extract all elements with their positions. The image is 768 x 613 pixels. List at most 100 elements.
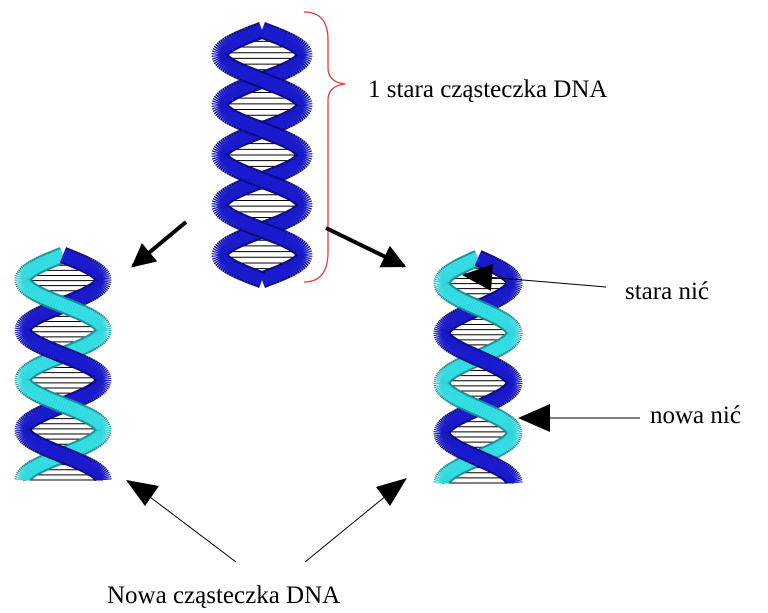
left-old-strand [79, 462, 81, 463]
left-new-strand [37, 294, 39, 295]
right-old-strand [499, 468, 501, 469]
right-new-strand [511, 438, 512, 439]
left-new-strand [83, 414, 85, 415]
right-old-strand [460, 416, 462, 417]
parent-old-strand-b [237, 239, 239, 240]
left-new-strand [83, 313, 85, 314]
left-old-strand [36, 416, 38, 417]
parent-old-strand-b [253, 277, 256, 278]
left-new-strand [58, 256, 61, 257]
parent-old-strand-b [299, 212, 300, 213]
parent-old-strand-a [274, 235, 277, 236]
parent-old-strand-b [245, 236, 248, 237]
left-new-strand [101, 434, 102, 435]
right-new-strand [496, 316, 498, 317]
right-old-strand [512, 388, 513, 389]
parent-old-strand-b [290, 118, 292, 119]
parent-old-strand-a [222, 199, 223, 200]
right-old-strand [443, 437, 444, 438]
parent-old-strand-a [301, 249, 302, 250]
right-old-strand [511, 477, 512, 478]
parent-old-strand-b [259, 30, 262, 31]
left-old-strand [35, 316, 37, 317]
right-new-strand [471, 260, 473, 261]
left-new-strand [39, 364, 41, 365]
left-new-strand [29, 389, 30, 390]
new-strand-pointer-arrowhead [518, 404, 550, 432]
right-new-strand [449, 293, 450, 294]
left-new-strand [37, 265, 39, 266]
parent-old-strand-b [221, 258, 222, 259]
left-new-strand [28, 471, 29, 472]
right-old-strand [498, 267, 500, 268]
left-old-strand [32, 441, 34, 442]
parent-old-strand-a [271, 33, 274, 34]
parent-old-strand-a [294, 65, 296, 66]
right-new-strand [448, 272, 449, 273]
parent-old-strand-b [242, 37, 245, 38]
left-new-strand [46, 398, 48, 399]
left-new-strand [75, 449, 77, 450]
right-old-strand [443, 429, 444, 430]
parent-old-strand-a [299, 262, 300, 263]
parent-old-strand-a [247, 85, 250, 86]
left-new-strand [82, 446, 84, 447]
left-new-strand [92, 341, 94, 342]
parent-old-strand-a [302, 258, 303, 259]
left-old-strand [89, 266, 91, 267]
parent-old-strand-a [301, 160, 302, 161]
right-old-strand [507, 373, 508, 374]
right-new-strand [505, 422, 506, 423]
parent-old-strand-b [294, 115, 296, 116]
parent-old-strand-a [287, 269, 289, 270]
right-new-strand [443, 287, 444, 288]
left-new-strand [81, 312, 83, 313]
right-new-strand [461, 300, 463, 301]
parent-old-strand-a [299, 47, 300, 48]
left-old-strand [29, 439, 30, 440]
right-new-strand [512, 338, 513, 339]
parent-old-strand-a [297, 46, 299, 47]
parent-old-strand-a [290, 168, 292, 169]
right-daughter-dna-helix [442, 258, 514, 483]
parent-old-strand-a [302, 250, 303, 251]
right-new-strand [511, 439, 512, 440]
left-old-strand [34, 342, 36, 343]
right-new-strand [444, 389, 445, 390]
right-old-strand [500, 469, 502, 470]
parent-old-strand-a [300, 61, 301, 62]
left-old-strand [96, 270, 97, 271]
parent-old-strand-a [302, 58, 303, 59]
right-old-strand [489, 402, 491, 403]
parent-old-strand-a [265, 31, 268, 32]
parent-old-strand-a [290, 41, 292, 42]
right-new-strand [476, 307, 478, 308]
right-old-strand [493, 300, 495, 301]
left-old-strand [36, 443, 38, 444]
parent-old-strand-a [222, 110, 223, 111]
left-new-strand [94, 440, 96, 441]
right-old-strand [485, 361, 487, 362]
right-new-strand [504, 344, 506, 345]
right-old-strand [502, 470, 504, 471]
parent-old-strand-b [237, 39, 239, 40]
parent-old-strand-a [300, 261, 301, 262]
parent-old-strand-b [277, 223, 280, 224]
parent-old-strand-b [274, 185, 277, 186]
left-old-strand [69, 458, 72, 459]
right-new-strand [474, 306, 476, 307]
right-old-strand [491, 301, 493, 302]
parent-old-strand-a [292, 66, 294, 67]
right-new-strand [499, 347, 501, 348]
right-new-strand [443, 278, 444, 279]
left-new-strand [71, 308, 74, 309]
right-new-strand [443, 387, 444, 388]
right-old-strand [483, 360, 485, 361]
right-old-strand [443, 328, 444, 329]
parent-old-strand-b [222, 160, 223, 161]
left-new-strand [34, 467, 36, 468]
right-old-strand [506, 272, 507, 273]
parent-old-strand-b [242, 237, 245, 238]
parent-old-strand-b [256, 278, 259, 279]
parent-old-strand-a [268, 32, 271, 33]
